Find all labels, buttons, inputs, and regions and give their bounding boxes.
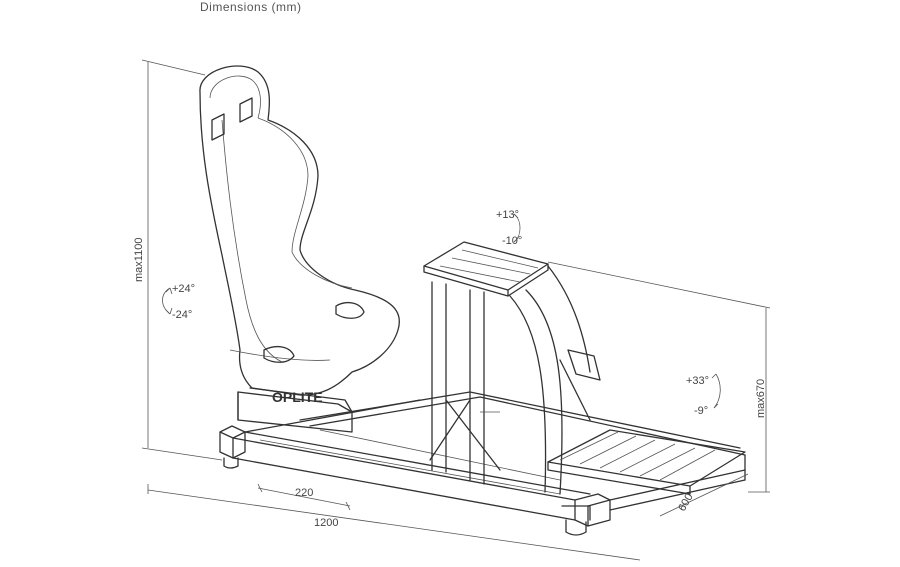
angle-seat-down: -24° [172,309,192,321]
wheel-mast [423,241,591,495]
diagram-title: Dimensions (mm) [200,0,302,14]
angle-seat-up: +24° [172,283,195,295]
angle-pedal-up: +33° [686,375,709,387]
dimension-wheel-height: max670 [755,379,767,418]
dimension-lines [141,59,771,561]
rotation-arrows [162,213,721,409]
base-frame [219,391,746,536]
bucket-seat [199,65,400,396]
dimension-max-height: max1100 [133,238,145,282]
angle-pedal-down: -9° [694,405,708,417]
angle-wheel-down: -10° [502,235,522,247]
pedal-plate [547,349,746,495]
brand-logo: OPLITE [272,389,323,405]
dimension-total-length: 1200 [314,517,338,529]
dimension-seat-slide: 220 [295,487,313,499]
angle-wheel-up: +13° [496,209,519,221]
